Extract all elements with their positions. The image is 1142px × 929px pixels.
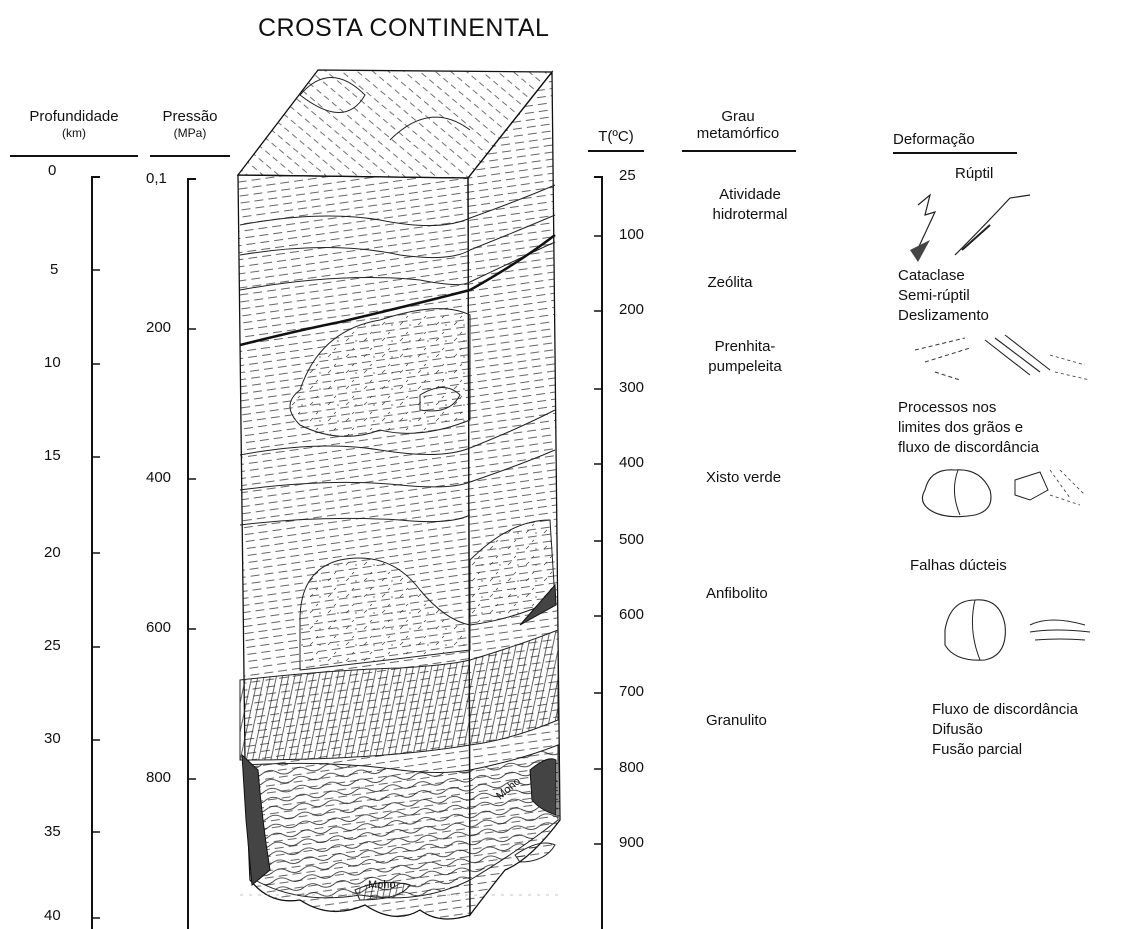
grain-boundary-sketch xyxy=(922,470,1085,517)
ductile-fault-sketch xyxy=(945,600,1090,660)
semi-brittle-sketch xyxy=(915,335,1090,380)
brittle-fault-sketch xyxy=(910,195,1030,262)
moho-label-front: Moho xyxy=(368,879,396,891)
temperature-axis xyxy=(594,176,602,929)
pressure-axis xyxy=(188,178,196,929)
depth-axis xyxy=(92,176,100,929)
